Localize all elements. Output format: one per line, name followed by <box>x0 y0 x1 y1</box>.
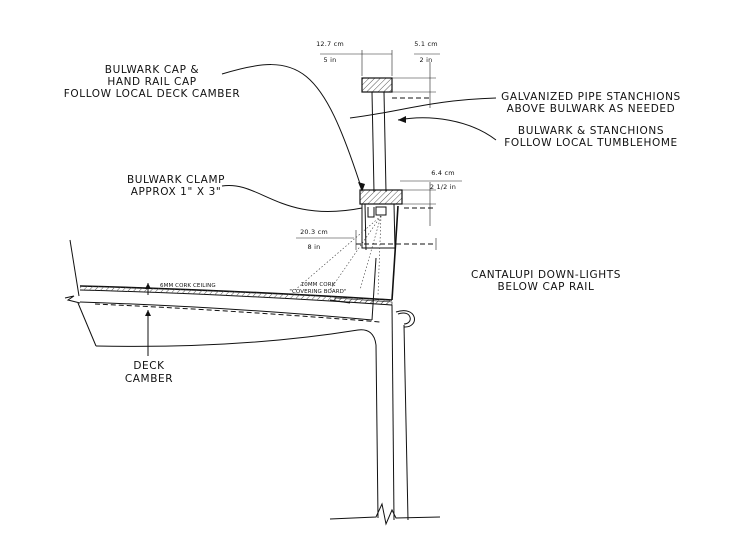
label-downlights-1: CANTALUPI DOWN-LIGHTS <box>471 269 621 281</box>
dim-clamp-width-metric: 20.3 cm <box>300 228 328 236</box>
label-cork-2: "COVERING BOARD" <box>289 289 346 295</box>
label-clamp-1: BULWARK CLAMP <box>127 174 225 186</box>
bulwark-assembly <box>294 77 403 306</box>
label-downlights-2: BELOW CAP RAIL <box>498 281 595 293</box>
bulwark-clamp-block <box>359 189 403 205</box>
label-deck-camber-1: DECK <box>133 360 165 372</box>
label-bulwark-cap-1: BULWARK CAP & <box>105 64 199 76</box>
leader-lines <box>145 64 497 356</box>
label-tumblehome-2: FOLLOW LOCAL TUMBLEHOME <box>504 137 678 149</box>
dim-clamp-height-imperial: 2 1/2 in <box>430 183 456 191</box>
annotation-labels: BULWARK CAP & HAND RAIL CAP FOLLOW LOCAL… <box>64 40 681 385</box>
dim-clamp-width-imperial: 8 in <box>308 243 321 251</box>
label-bulwark-cap-2: HAND RAIL CAP <box>107 76 196 88</box>
dim-cap-width-metric: 12.7 cm <box>316 40 344 48</box>
dim-cap-width-imperial: 5 in <box>324 56 337 64</box>
label-cork-1: 10MM CORK <box>301 282 336 288</box>
dim-cap-height-imperial: 2 in <box>420 56 433 64</box>
label-deck-camber-2: CAMBER <box>125 373 173 385</box>
hull-structure <box>64 205 441 526</box>
dim-clamp-height-metric: 6.4 cm <box>431 169 455 177</box>
bulwark-cap-block <box>361 77 393 93</box>
dim-cap-height-metric: 5.1 cm <box>414 40 438 48</box>
label-stanchions-2: ABOVE BULWARK AS NEEDED <box>507 103 676 115</box>
dimension-lines <box>296 50 462 250</box>
label-tumblehome-1: BULWARK & STANCHIONS <box>518 125 664 137</box>
label-cork-ceiling: 6MM CORK CEILING <box>160 283 216 289</box>
label-clamp-2: APPROX 1" X 3" <box>131 186 222 198</box>
label-bulwark-cap-3: FOLLOW LOCAL DECK CAMBER <box>64 88 240 100</box>
down-light-fixture <box>375 206 387 216</box>
label-stanchions-1: GALVANIZED PIPE STANCHIONS <box>501 91 681 103</box>
